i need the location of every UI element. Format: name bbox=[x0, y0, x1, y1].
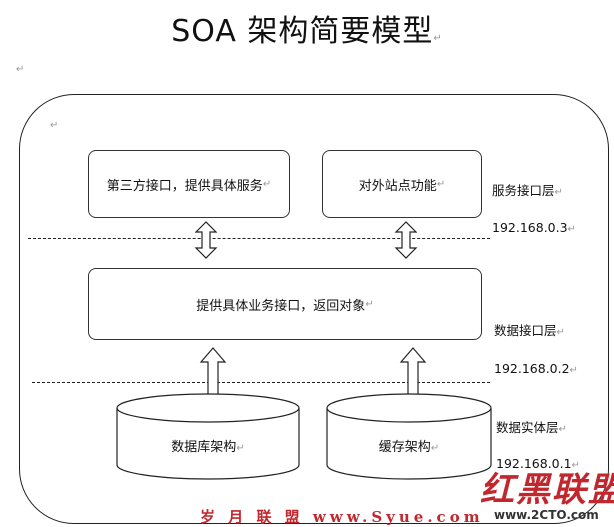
cache-cylinder bbox=[326, 393, 492, 480]
watermark-left: 岁 月 联 盟 www.Syue.com bbox=[200, 508, 484, 526]
third-party-interface-box: 第三方接口，提供具体服务↵ bbox=[88, 150, 290, 218]
diagram-title: SOA 架构简要模型↵ bbox=[171, 14, 443, 49]
watermark-url: www.2CTO.com bbox=[494, 508, 599, 522]
ip-label: 192.168.0.3↵ bbox=[492, 220, 576, 235]
ip-label: 192.168.0.1↵ bbox=[496, 456, 580, 471]
bidirectional-arrow-icon bbox=[394, 221, 418, 259]
external-site-box: 对外站点功能↵ bbox=[322, 150, 482, 218]
database-cylinder bbox=[116, 393, 300, 480]
bidirectional-arrow-icon bbox=[194, 221, 218, 259]
network-boundary-line bbox=[28, 238, 490, 239]
ip-label: 192.168.0.2↵ bbox=[494, 361, 578, 376]
cache-label: 缓存架构↵ bbox=[378, 440, 440, 455]
business-interface-box: 提供具体业务接口，返回对象↵ bbox=[88, 268, 482, 340]
network-boundary-line bbox=[32, 382, 490, 383]
system-boundary bbox=[19, 94, 609, 524]
watermark-brand: 红黑联盟 bbox=[480, 470, 614, 510]
data-interface-layer-label: 数据接口层↵ bbox=[494, 323, 565, 338]
paragraph-mark: ↵ bbox=[16, 64, 25, 75]
database-label: 数据库架构↵ bbox=[171, 440, 245, 455]
service-interface-layer-label: 服务接口层↵ bbox=[492, 183, 563, 198]
data-entity-layer-label: 数据实体层↵ bbox=[496, 420, 567, 435]
